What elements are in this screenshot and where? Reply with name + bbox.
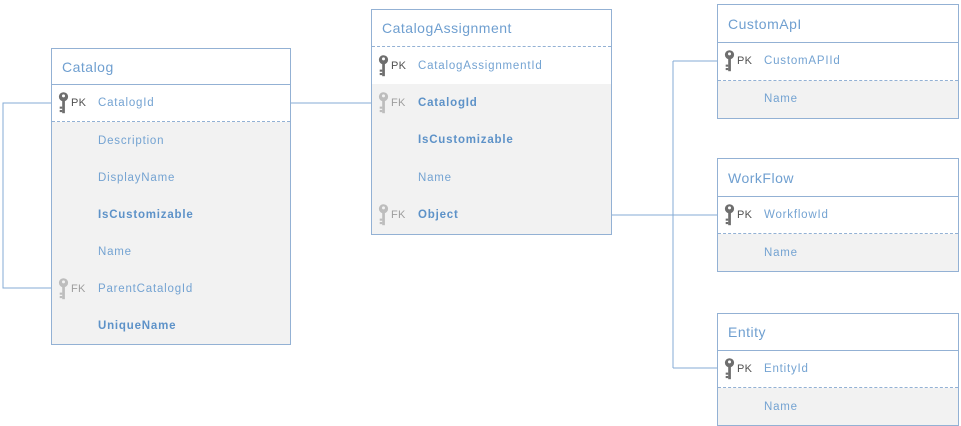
foreign-key-icon: [378, 204, 389, 226]
primary-key-icon: [724, 358, 735, 380]
field-name: Name: [764, 93, 798, 106]
row-catalog-name[interactable]: Name: [52, 233, 290, 270]
field-name: ParentCatalogId: [98, 282, 194, 295]
row-catalog-catalogid[interactable]: PK CatalogId: [52, 85, 290, 122]
field-name: Object: [418, 209, 459, 222]
key-cell: PK: [718, 358, 764, 380]
key-cell: FK: [372, 204, 418, 226]
row-catalog-displayname[interactable]: DisplayName: [52, 159, 290, 196]
key-cell: PK: [372, 54, 418, 77]
table-title-entity: Entity: [718, 314, 958, 351]
field-name: IsCustomizable: [98, 208, 194, 221]
foreign-key-icon: [58, 277, 69, 300]
key-cell: FK: [52, 277, 98, 300]
row-entity-entityid[interactable]: PK EntityId: [718, 351, 958, 388]
field-name: CatalogAssignmentId: [418, 59, 543, 72]
table-title-custom-api: CustomApI: [718, 5, 958, 43]
field-name: Description: [98, 134, 165, 147]
pk-label: PK: [391, 59, 407, 72]
table-title-catalog-assignment: CatalogAssignment: [372, 10, 611, 47]
row-catalog-parentcatalogid[interactable]: FK ParentCatalogId: [52, 270, 290, 307]
field-name: CatalogId: [98, 97, 155, 109]
foreign-key-icon: [378, 92, 389, 114]
fk-label: FK: [71, 282, 86, 295]
row-catalog-assignment-name[interactable]: Name: [372, 159, 611, 197]
row-workflow-workflowid[interactable]: PK WorkflowId: [718, 197, 958, 234]
key-cell: PK: [718, 204, 764, 226]
key-cell: FK: [372, 92, 418, 114]
fk-label: FK: [391, 209, 406, 222]
pk-label: PK: [737, 55, 753, 68]
row-catalog-assignment-object[interactable]: FK Object: [372, 196, 611, 234]
row-custom-api-customapiid[interactable]: PK CustomAPIId: [718, 43, 958, 81]
field-name: UniqueName: [98, 319, 177, 332]
primary-key-icon: [724, 50, 735, 72]
row-catalog-assignment-catalogid[interactable]: FK CatalogId: [372, 84, 611, 122]
field-name: EntityId: [764, 363, 809, 375]
row-catalog-iscustomizable[interactable]: IsCustomizable: [52, 196, 290, 233]
key-cell: PK: [718, 50, 764, 72]
row-catalog-uniquename[interactable]: UniqueName: [52, 307, 290, 344]
fk-label: FK: [391, 97, 406, 110]
pk-label: PK: [71, 97, 87, 109]
primary-key-icon: [724, 204, 735, 226]
primary-key-icon: [378, 54, 389, 77]
row-catalog-description[interactable]: Description: [52, 122, 290, 159]
row-catalog-assignment-catalogassignmentid[interactable]: PK CatalogAssignmentId: [372, 47, 611, 85]
field-name: Name: [764, 400, 798, 413]
field-name: CatalogId: [418, 97, 478, 110]
field-name: Name: [764, 246, 798, 259]
primary-key-icon: [58, 92, 69, 114]
pk-label: PK: [737, 363, 753, 375]
field-name: Name: [98, 245, 132, 258]
field-name: WorkflowId: [764, 209, 829, 221]
field-name: DisplayName: [98, 171, 176, 184]
row-catalog-assignment-iscustomizable[interactable]: IsCustomizable: [372, 121, 611, 160]
field-name: IsCustomizable: [418, 134, 514, 147]
field-name: Name: [418, 171, 452, 184]
row-workflow-name[interactable]: Name: [718, 234, 958, 271]
pk-label: PK: [737, 209, 753, 221]
field-name: CustomAPIId: [764, 55, 841, 68]
connector-catalog-self-reference[interactable]: [2, 102, 51, 289]
table-title-workflow: WorkFlow: [718, 159, 958, 197]
table-title-catalog: Catalog: [52, 49, 290, 85]
key-cell: PK: [52, 92, 98, 114]
row-custom-api-name[interactable]: Name: [718, 80, 958, 118]
row-entity-name[interactable]: Name: [718, 388, 958, 425]
